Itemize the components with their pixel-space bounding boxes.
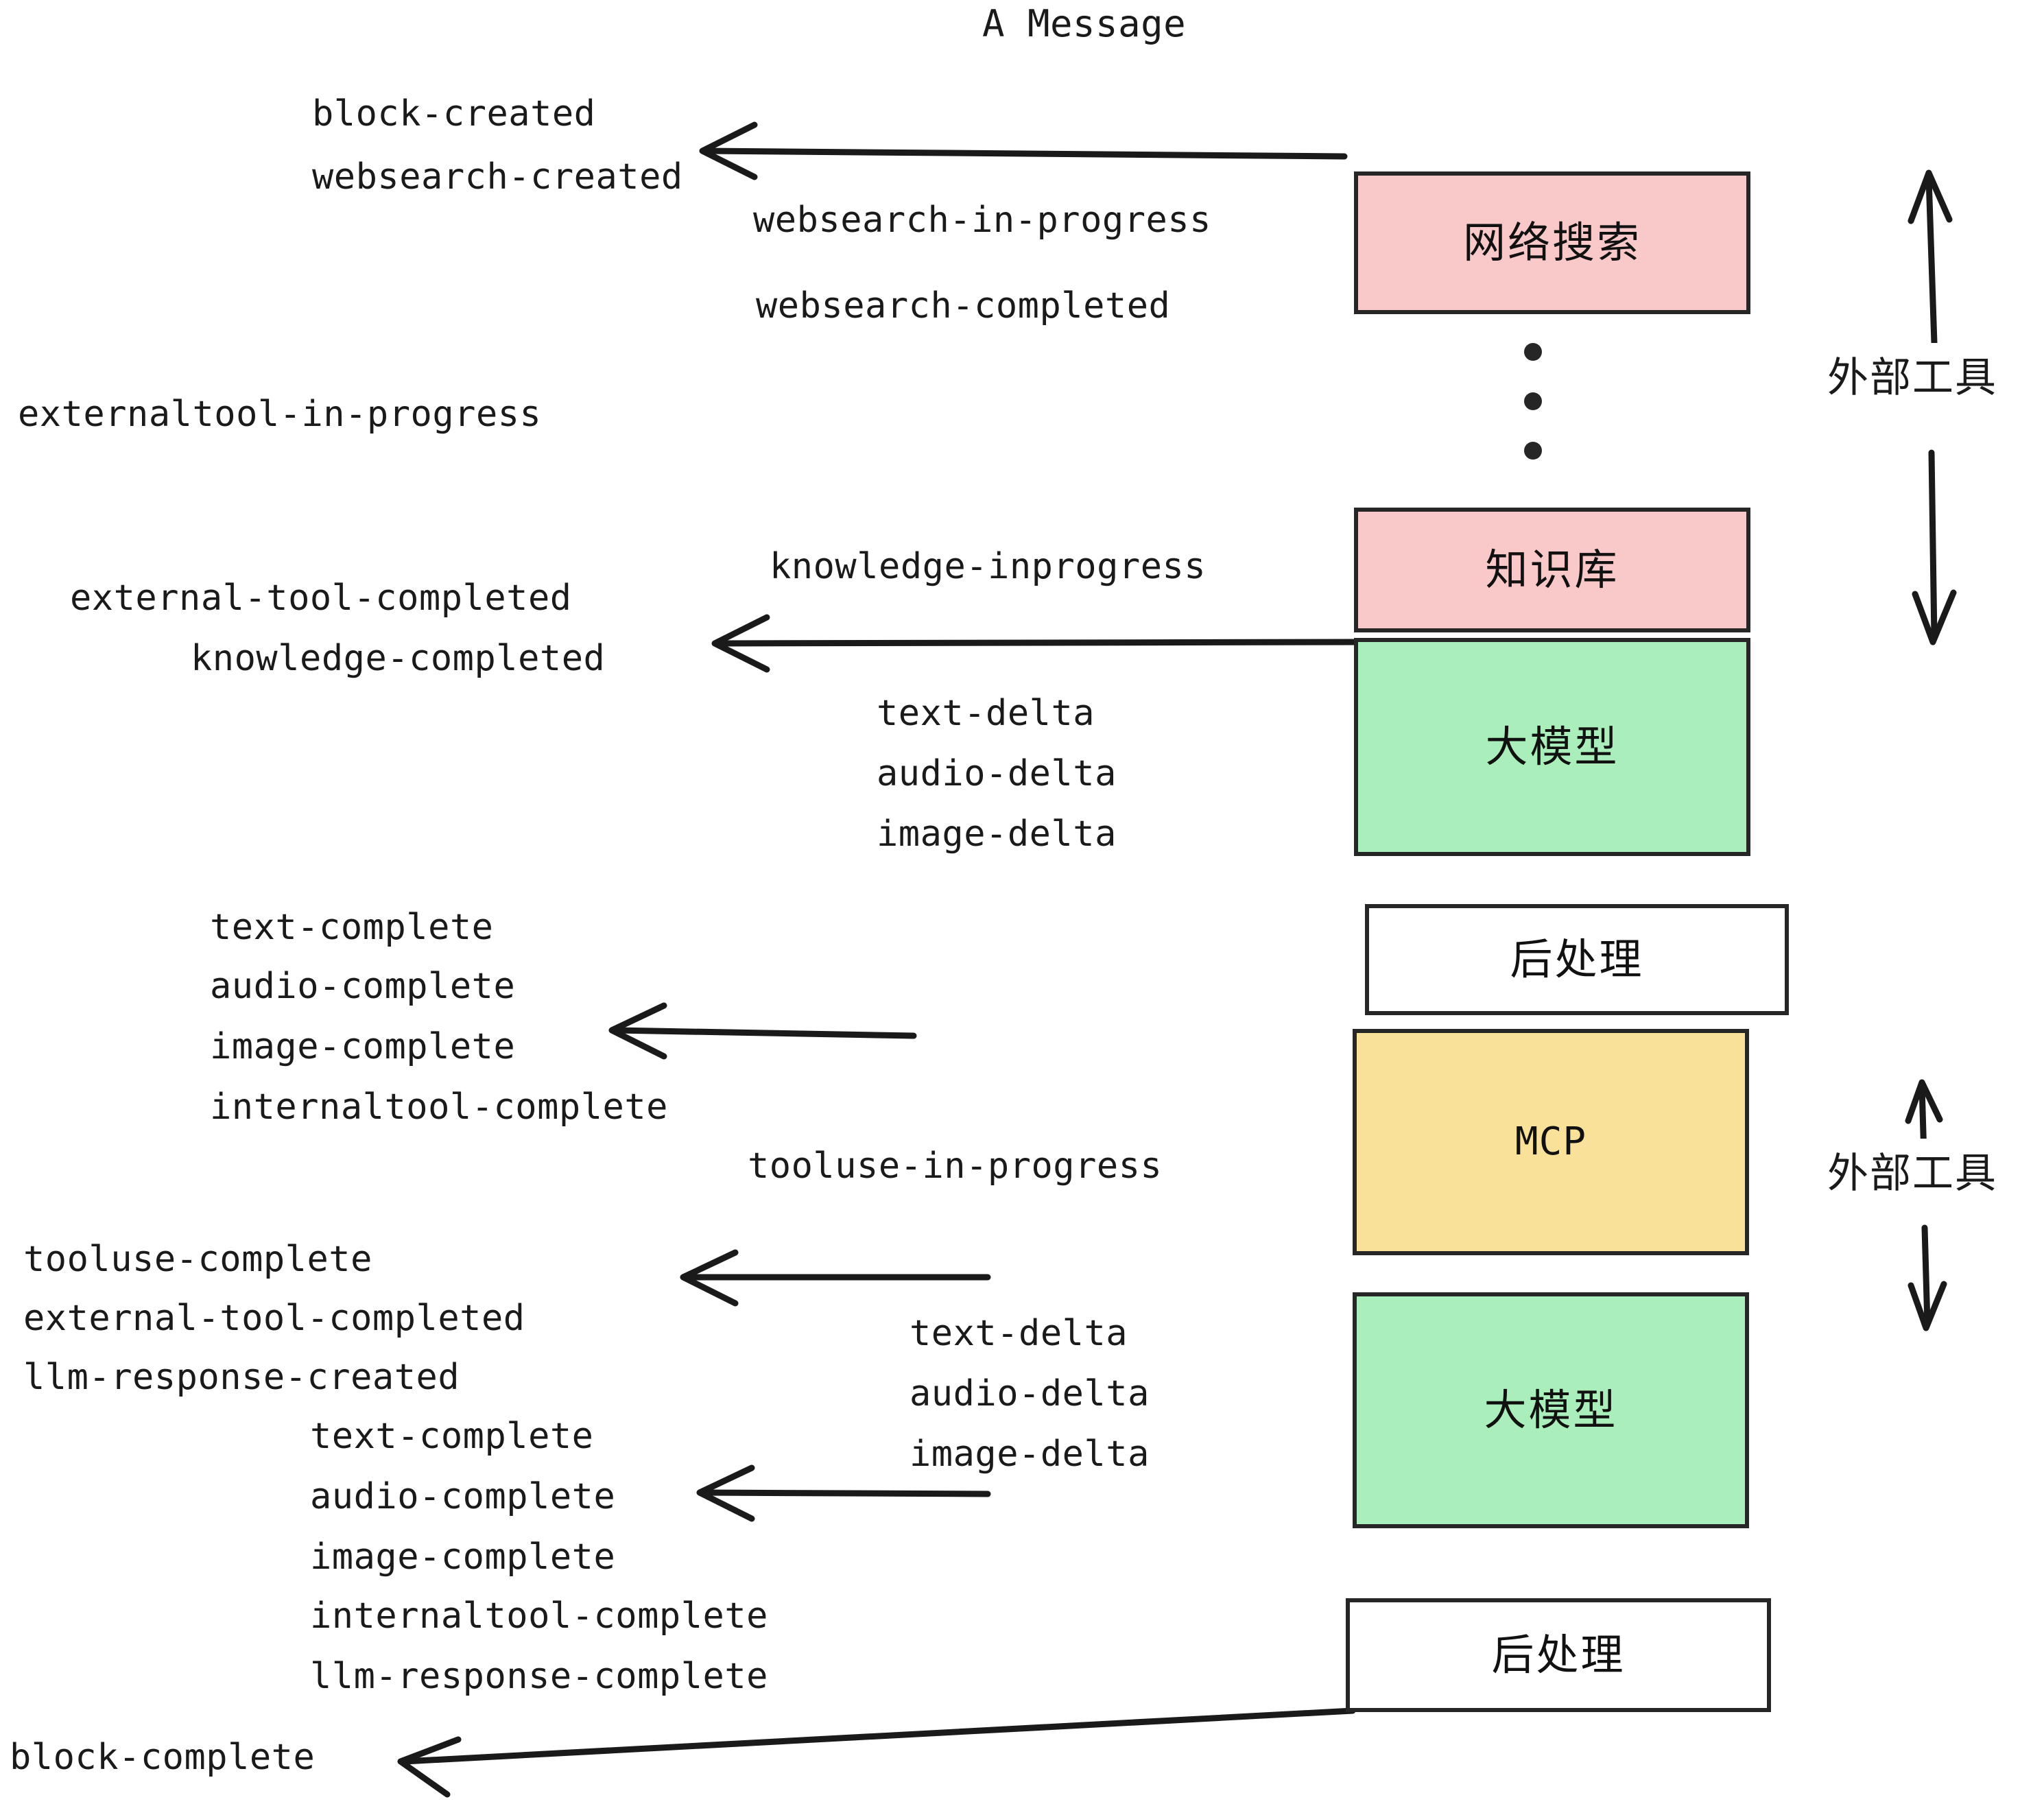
event-audio-delta-1: audio-delta: [877, 753, 1117, 794]
node-llm-2-label: 大模型: [1484, 1385, 1618, 1435]
event-text-delta-1: text-delta: [877, 693, 1095, 734]
vertical-ellipsis-icon: [1523, 343, 1543, 460]
node-postprocess-1-label: 后处理: [1510, 934, 1644, 984]
event-tooluse-complete: tooluse-complete: [23, 1239, 372, 1280]
event-audio-delta-2: audio-delta: [910, 1373, 1150, 1414]
event-tooluse-in-progress: tooluse-in-progress: [748, 1146, 1163, 1187]
node-llm-1-label: 大模型: [1485, 722, 1619, 772]
arrow-llm1-to-knowledge-completed: [711, 614, 1358, 673]
page-title: A Message: [982, 2, 1187, 45]
event-knowledge-inprogress: knowledge-inprogress: [770, 546, 1207, 587]
event-external-tool-completed-2: external-tool-completed: [23, 1298, 525, 1339]
external-tool-range-lower: [1905, 1079, 1947, 1331]
event-image-complete-1: image-complete: [210, 1026, 516, 1067]
event-internaltool-complete-1: internaltool-complete: [210, 1087, 668, 1128]
node-websearch[interactable]: 网络搜索: [1354, 171, 1750, 314]
node-postprocess-1[interactable]: 后处理: [1365, 904, 1789, 1015]
side-label-external-tool-upper: 外部工具: [1825, 343, 2000, 405]
node-knowledge-base[interactable]: 知识库: [1354, 508, 1750, 632]
arrow-websearch-to-block-created: [699, 121, 1348, 180]
event-websearch-created: websearch-created: [312, 156, 683, 198]
event-text-delta-2: text-delta: [910, 1313, 1128, 1354]
event-audio-complete-1: audio-complete: [210, 966, 516, 1007]
event-image-delta-1: image-delta: [877, 814, 1117, 855]
node-llm-2[interactable]: 大模型: [1353, 1292, 1749, 1528]
arrow-mcp-to-image-complete: [608, 1002, 917, 1060]
event-text-complete-2: text-complete: [310, 1416, 594, 1457]
event-image-delta-2: image-delta: [910, 1434, 1150, 1475]
event-websearch-in-progress: websearch-in-progress: [753, 200, 1211, 241]
external-tool-range-upper: [1908, 169, 1957, 645]
node-mcp-label: MCP: [1514, 1119, 1587, 1164]
arrow-mcp-to-tooluse-complete: [680, 1249, 991, 1307]
node-mcp[interactable]: MCP: [1353, 1029, 1749, 1255]
node-postprocess-2-label: 后处理: [1491, 1630, 1626, 1680]
event-image-complete-2: image-complete: [310, 1536, 616, 1578]
event-block-complete: block-complete: [10, 1737, 316, 1778]
event-externaltool-in-progress: externaltool-in-progress: [18, 394, 542, 435]
event-knowledge-completed: knowledge-completed: [191, 638, 606, 679]
event-audio-complete-2: audio-complete: [310, 1476, 616, 1517]
event-llm-response-complete: llm-response-complete: [310, 1656, 768, 1697]
arrow-llm2-to-audio-complete: [696, 1464, 991, 1522]
event-text-complete-1: text-complete: [210, 907, 494, 948]
node-llm-1[interactable]: 大模型: [1354, 638, 1750, 856]
event-llm-response-created: llm-response-created: [23, 1357, 460, 1398]
node-postprocess-2[interactable]: 后处理: [1346, 1598, 1771, 1712]
event-internaltool-complete-2: internaltool-complete: [310, 1595, 768, 1637]
node-websearch-label: 网络搜索: [1462, 217, 1641, 268]
event-external-tool-completed-1: external-tool-completed: [70, 578, 572, 619]
event-block-created: block-created: [312, 93, 596, 134]
event-websearch-completed: websearch-completed: [756, 285, 1171, 327]
node-knowledge-base-label: 知识库: [1485, 545, 1619, 595]
side-label-external-tool-lower: 外部工具: [1825, 1139, 2000, 1201]
arrow-postprocess-to-block-complete: [397, 1707, 1356, 1798]
